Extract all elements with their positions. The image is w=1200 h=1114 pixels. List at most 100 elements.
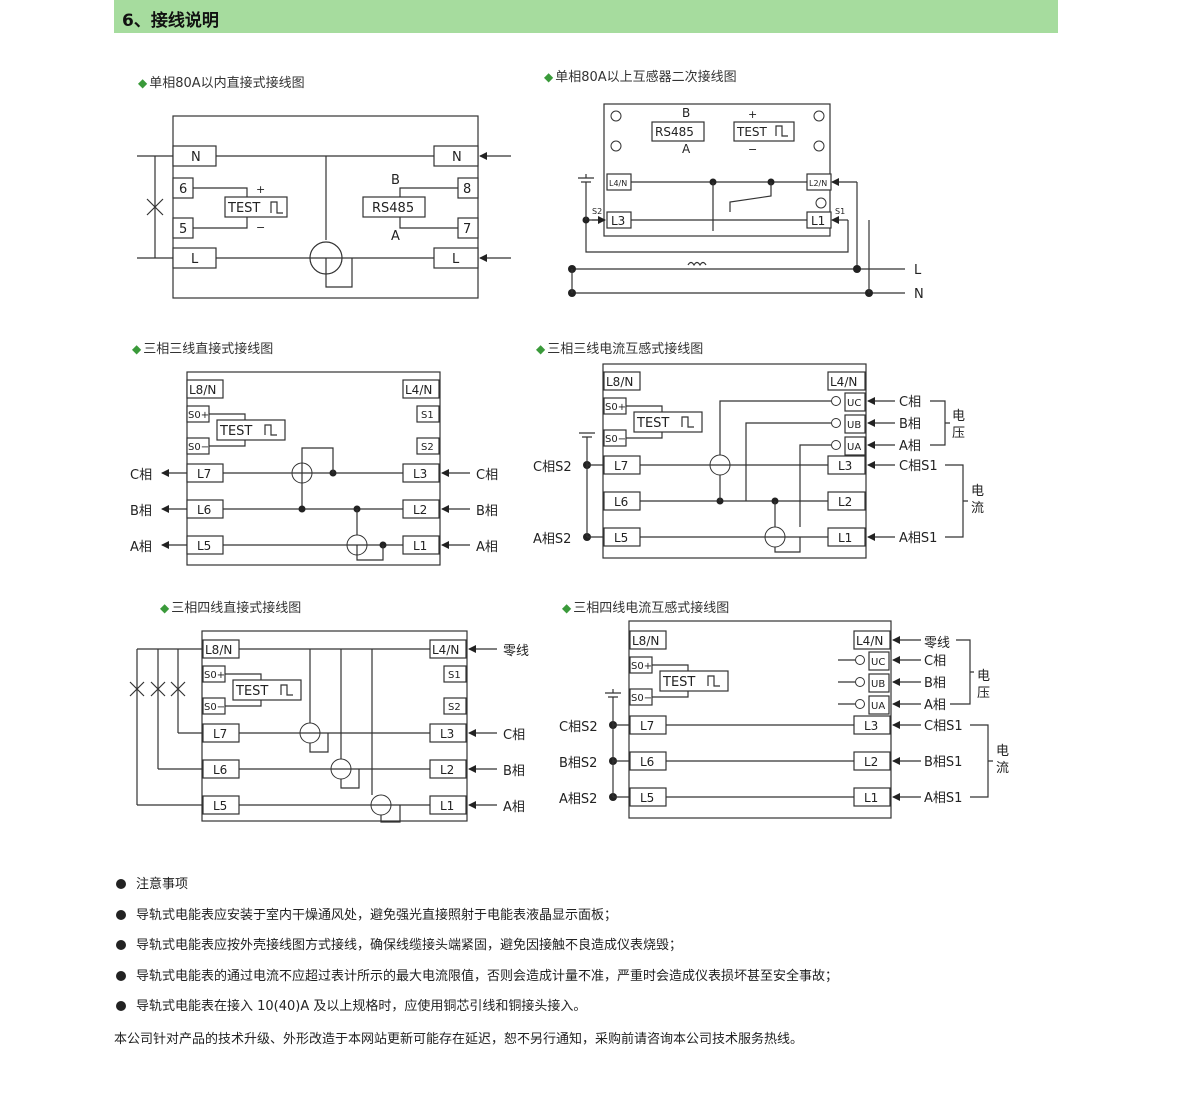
diagram-single-phase-ct: RS485 B A TEST + − L4/N L2/N L3 L1 S2 S1 bbox=[568, 103, 924, 302]
svg-text:L6: L6 bbox=[213, 763, 227, 777]
svg-text:S2: S2 bbox=[592, 207, 602, 216]
svg-text:L3: L3 bbox=[864, 719, 878, 733]
svg-text:+: + bbox=[256, 183, 265, 196]
diagram-three-phase-three-wire-direct: L8/N L4/N S0+ S0− S1 S2 TEST L7 L6 L5 L3… bbox=[130, 371, 498, 566]
svg-text:B相: B相 bbox=[503, 764, 525, 779]
svg-text:N: N bbox=[914, 287, 924, 302]
svg-text:电: 电 bbox=[977, 669, 990, 684]
svg-text:UC: UC bbox=[847, 398, 861, 409]
svg-text:L5: L5 bbox=[614, 531, 628, 545]
svg-text:L6: L6 bbox=[640, 755, 654, 769]
svg-text:TEST: TEST bbox=[235, 684, 268, 699]
svg-text:B相: B相 bbox=[924, 676, 946, 691]
svg-text:L3: L3 bbox=[611, 214, 625, 228]
footer-disclaimer: 本公司针对产品的技术升级、外形改造于本网站更新可能存在延迟，恕不另行通知，采购前… bbox=[114, 1032, 804, 1047]
svg-text:电: 电 bbox=[971, 484, 984, 499]
diamond-icon: ◆ bbox=[536, 342, 546, 356]
bullet-icon bbox=[116, 909, 126, 920]
note-item: 导轨式电能表在接入 10(40)A 及以上规格时，应使用铜芯引线和铜接头接入。 bbox=[116, 996, 838, 1027]
svg-text:L8/N: L8/N bbox=[606, 375, 633, 389]
svg-text:L1: L1 bbox=[838, 531, 852, 545]
svg-text:L3: L3 bbox=[413, 467, 427, 481]
svg-text:L1: L1 bbox=[811, 214, 825, 228]
svg-text:TEST: TEST bbox=[219, 424, 252, 439]
svg-text:C相S1: C相S1 bbox=[899, 459, 938, 474]
caption-three-phase-four-wire-direct: ◆三相四线直接式接线图 bbox=[160, 601, 302, 616]
svg-text:C相: C相 bbox=[503, 728, 525, 743]
svg-text:B相: B相 bbox=[130, 504, 152, 519]
svg-text:压: 压 bbox=[977, 686, 990, 701]
svg-text:TEST: TEST bbox=[736, 125, 768, 139]
svg-text:L6: L6 bbox=[197, 503, 211, 517]
svg-text:S1: S1 bbox=[448, 670, 461, 681]
svg-text:7: 7 bbox=[463, 222, 471, 237]
svg-text:L1: L1 bbox=[413, 539, 427, 553]
svg-text:RS485: RS485 bbox=[372, 201, 414, 216]
note-item: 导轨式电能表应安装于室内干燥通风处，避免强光直接照射于电能表液晶显示面板； bbox=[116, 905, 838, 936]
svg-text:压: 压 bbox=[952, 426, 965, 441]
svg-text:L8/N: L8/N bbox=[189, 383, 216, 397]
svg-text:S0+: S0+ bbox=[631, 661, 652, 672]
bullet-icon bbox=[116, 970, 126, 981]
svg-text:A相: A相 bbox=[130, 540, 152, 555]
svg-text:C相: C相 bbox=[899, 395, 921, 410]
notes-heading: 注意事项 bbox=[116, 874, 838, 905]
bullet-icon bbox=[116, 940, 126, 950]
section-header: 6、接线说明 bbox=[114, 0, 1058, 33]
svg-text:B: B bbox=[391, 173, 400, 188]
svg-text:L5: L5 bbox=[213, 799, 227, 813]
diamond-icon: ◆ bbox=[160, 601, 170, 615]
svg-text:S0−: S0− bbox=[188, 442, 209, 453]
svg-text:A相: A相 bbox=[924, 698, 946, 713]
caption-single-phase-direct: ◆单相80A以内直接式接线图 bbox=[138, 76, 305, 91]
svg-text:A相S1: A相S1 bbox=[924, 791, 962, 806]
caption-three-phase-three-wire-direct: ◆三相三线直接式接线图 bbox=[132, 342, 274, 357]
svg-text:−: − bbox=[748, 143, 757, 156]
svg-text:L2: L2 bbox=[838, 495, 852, 509]
diamond-icon: ◆ bbox=[138, 76, 148, 90]
svg-text:S0−: S0− bbox=[605, 434, 626, 445]
svg-text:8: 8 bbox=[463, 182, 471, 197]
svg-text:A: A bbox=[391, 229, 400, 244]
svg-text:TEST: TEST bbox=[227, 201, 260, 216]
svg-text:RS485: RS485 bbox=[655, 125, 694, 139]
svg-text:S1: S1 bbox=[835, 207, 845, 216]
svg-text:L4/N: L4/N bbox=[405, 383, 432, 397]
caption-three-phase-four-wire-ct: ◆三相四线电流互感式接线图 bbox=[562, 601, 730, 616]
svg-text:L4/N: L4/N bbox=[830, 375, 857, 389]
svg-text:零线: 零线 bbox=[503, 644, 529, 659]
note-item: 导轨式电能表应按外壳接线图方式接线，确保线缆接头端紧固，避免因接触不良造成仪表烧… bbox=[116, 935, 838, 966]
svg-text:L: L bbox=[191, 252, 199, 267]
svg-text:UB: UB bbox=[847, 420, 861, 431]
svg-text:S0−: S0− bbox=[204, 702, 225, 713]
svg-text:A相: A相 bbox=[899, 439, 921, 454]
bullet-icon bbox=[116, 879, 126, 889]
svg-text:L5: L5 bbox=[640, 791, 654, 805]
svg-text:A相: A相 bbox=[503, 800, 525, 815]
svg-text:B相: B相 bbox=[476, 504, 498, 519]
svg-text:UA: UA bbox=[871, 701, 885, 712]
svg-text:−: − bbox=[256, 221, 265, 234]
diamond-icon: ◆ bbox=[544, 70, 554, 84]
svg-text:L8/N: L8/N bbox=[632, 634, 659, 648]
svg-text:A相S2: A相S2 bbox=[533, 532, 571, 547]
svg-text:L4/N: L4/N bbox=[856, 634, 883, 648]
svg-text:电: 电 bbox=[952, 409, 965, 424]
svg-text:B: B bbox=[682, 106, 690, 120]
svg-text:L: L bbox=[914, 263, 922, 278]
svg-text:L7: L7 bbox=[614, 459, 628, 473]
svg-text:L7: L7 bbox=[640, 719, 654, 733]
svg-text:UB: UB bbox=[871, 679, 885, 690]
svg-text:A相: A相 bbox=[476, 540, 498, 555]
svg-text:6: 6 bbox=[179, 182, 187, 197]
svg-text:L3: L3 bbox=[838, 459, 852, 473]
svg-text:L2/N: L2/N bbox=[809, 179, 827, 188]
svg-text:S0−: S0− bbox=[631, 693, 652, 704]
svg-text:B相S2: B相S2 bbox=[559, 756, 597, 771]
svg-text:C相S2: C相S2 bbox=[559, 720, 598, 735]
svg-text:L2: L2 bbox=[440, 763, 454, 777]
svg-text:5: 5 bbox=[179, 222, 187, 237]
svg-text:L8/N: L8/N bbox=[205, 643, 232, 657]
diamond-icon: ◆ bbox=[132, 342, 142, 356]
svg-text:C相S1: C相S1 bbox=[924, 719, 963, 734]
